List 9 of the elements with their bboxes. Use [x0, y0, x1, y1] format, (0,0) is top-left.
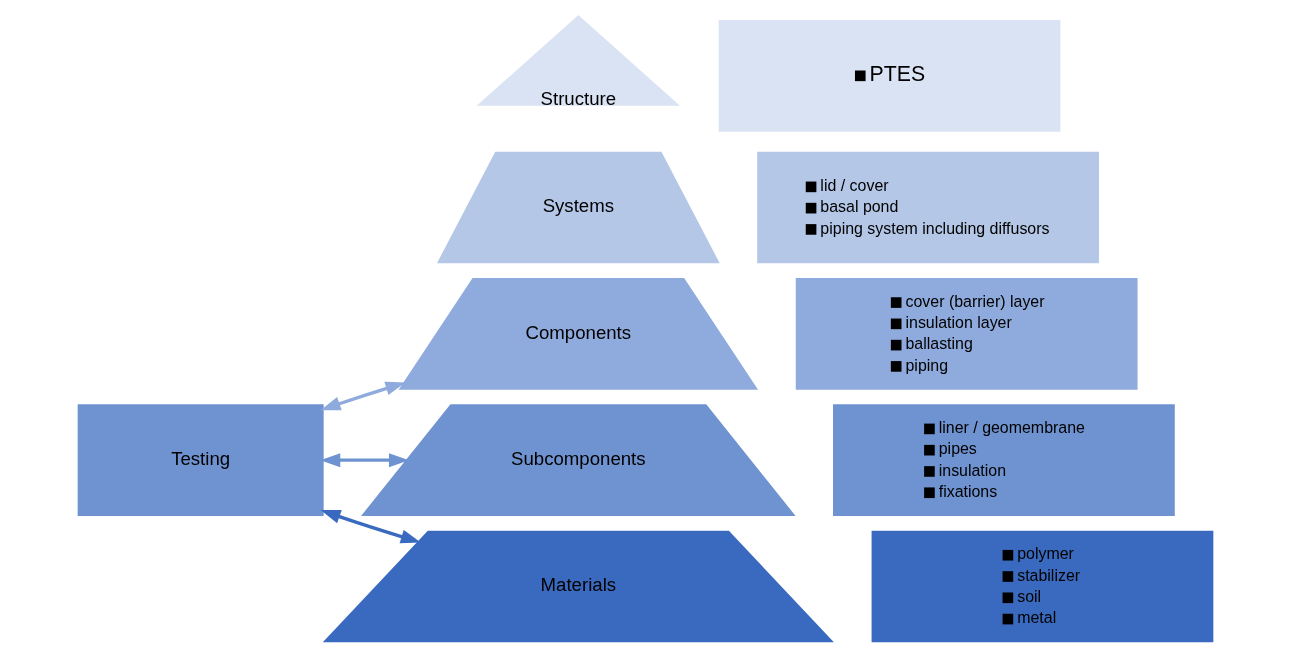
node-box: cover (barrier) layer insulation layer ballasting piping — [793, 275, 1141, 393]
node-box: lid / cover basal pond piping system including diffusors — [754, 148, 1102, 266]
arrow — [320, 509, 421, 544]
node-box: liner / geomembrane pipes insulation fixations — [830, 401, 1178, 519]
arrow — [320, 453, 409, 468]
node-box: Testing — [75, 401, 327, 519]
node-box: PTES — [715, 17, 1064, 135]
arrow — [320, 381, 406, 411]
node-box: polymer stabilizer soil metal — [868, 527, 1216, 645]
